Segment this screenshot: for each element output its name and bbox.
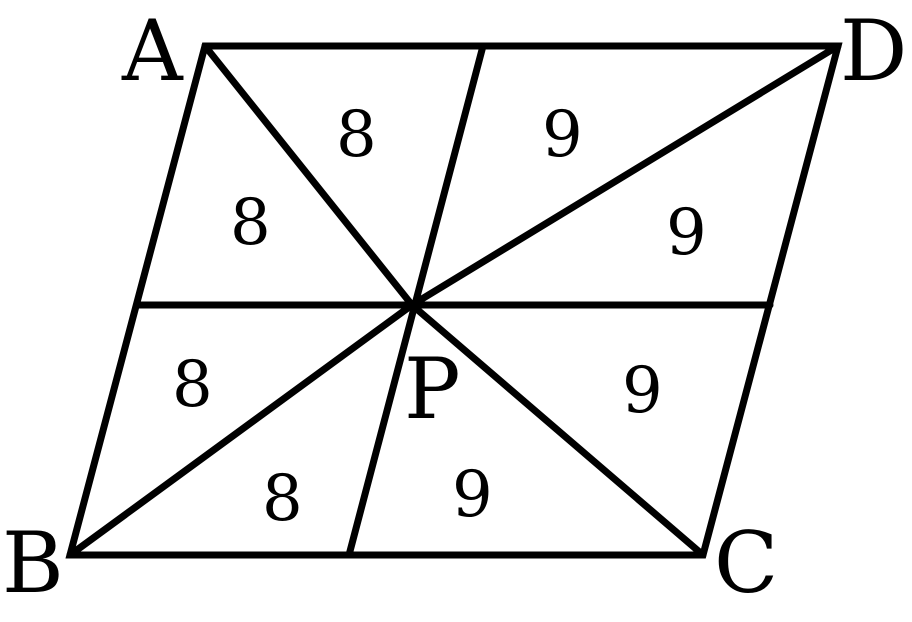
region-label-bottom-right-upper: 9	[622, 354, 663, 428]
vertex-label-d: D	[840, 2, 907, 100]
region-label-bottom-right-lower: 9	[452, 458, 493, 532]
vertex-label-p: P	[404, 340, 461, 438]
region-label-bottom-left-lower: 8	[262, 462, 303, 536]
region-label-bottom-left-upper: 8	[172, 348, 213, 422]
segment-b-to-p	[66, 301, 416, 559]
vertex-label-c: C	[714, 514, 778, 612]
segment-a-to-p	[201, 42, 416, 309]
region-label-top-left-lower: 8	[230, 186, 271, 260]
vertex-label-a: A	[121, 2, 184, 100]
region-label-top-right-upper: 9	[542, 98, 583, 172]
segment-d-to-p	[408, 42, 842, 309]
segment-c-to-p	[408, 301, 707, 559]
vertex-label-b: B	[2, 514, 64, 612]
region-label-top-right-lower: 9	[666, 196, 707, 270]
region-label-top-left-upper: 8	[336, 98, 377, 172]
